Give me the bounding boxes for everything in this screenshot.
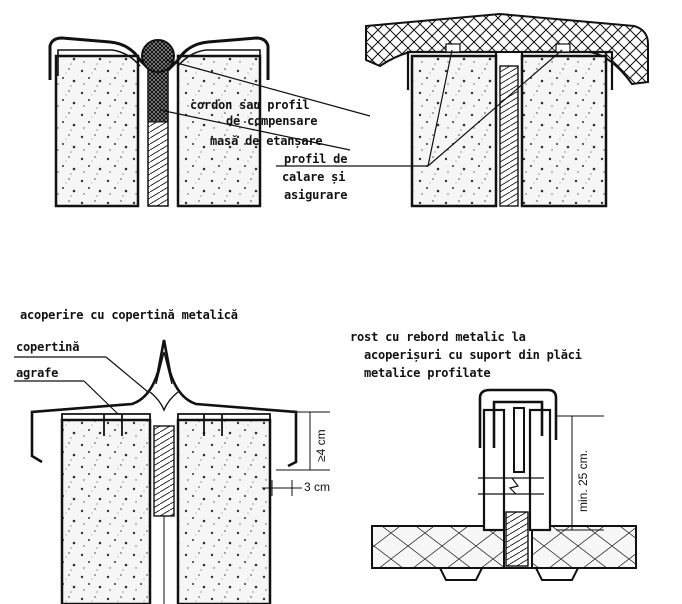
clips-right (177, 413, 271, 436)
compensation-cord (141, 39, 175, 73)
trapezoid-deck (372, 567, 636, 581)
roof-panel-left (371, 525, 505, 569)
rebord-cap (478, 388, 558, 448)
label-acoperire: acoperire cu copertină metalică (20, 308, 238, 322)
wall-panel-right-3 (176, 418, 272, 604)
sealant-mass (147, 69, 169, 123)
coping-ridge-inner (149, 351, 179, 412)
leader-cordon (165, 59, 371, 117)
label-agrafe: agrafe (16, 366, 59, 380)
label-calare: calare și (282, 170, 346, 184)
wall-panel-left-3 (60, 418, 152, 604)
roof-panel-right (531, 525, 637, 569)
label-rost-3: metalice profilate (364, 366, 491, 380)
wall-panel-right (176, 54, 262, 208)
metal-flashing-inner (57, 49, 261, 76)
leader-calare-a (427, 49, 453, 167)
break-symbol (508, 477, 520, 495)
clips-left (61, 413, 151, 436)
shim-profile-a (445, 43, 461, 53)
joint-filler-3 (153, 425, 175, 517)
dim-label-25cm: min. 25 cm. (576, 449, 590, 512)
leader-masa (159, 109, 351, 151)
metal-flashing-right (166, 36, 270, 80)
rebord-tongue (513, 407, 525, 473)
wall-panel-left-2 (410, 54, 498, 208)
wall-panel-right-2 (520, 54, 608, 208)
shim-profile-b (555, 43, 571, 53)
metal-coping (30, 339, 298, 468)
leader-agrafe-2 (83, 380, 119, 415)
upstand-right (528, 408, 552, 532)
detail-top-left (48, 36, 371, 208)
label-asigurare: asigurare (284, 188, 348, 202)
leader-calare-b (427, 49, 563, 167)
label-rost-1: rost cu rebord metalic la (350, 330, 526, 344)
joint-filler-4 (505, 511, 529, 567)
detail-top-right (276, 12, 649, 208)
joint-filler-2 (499, 65, 519, 207)
label-copertina: copertină (16, 340, 80, 354)
label-rost-2: acoperișuri cu suport din plăci (364, 348, 582, 362)
leader-copertina-2 (105, 356, 149, 393)
label-masa: masă de etanșare (210, 134, 323, 148)
metal-flashing-left (48, 36, 152, 80)
coping-cap (365, 12, 649, 86)
label-profil-de: profil de (284, 152, 348, 166)
detail-bottom-right (371, 388, 637, 581)
label-cordon: cordon sau profil (190, 98, 310, 112)
dim-label-3cm: 3 cm (304, 480, 331, 494)
detail-bottom-left (14, 339, 330, 604)
wall-panel-left (54, 54, 140, 208)
label-compensare: de compensare (226, 114, 318, 128)
dim-label-4cm: ≥4 cm (314, 429, 328, 462)
